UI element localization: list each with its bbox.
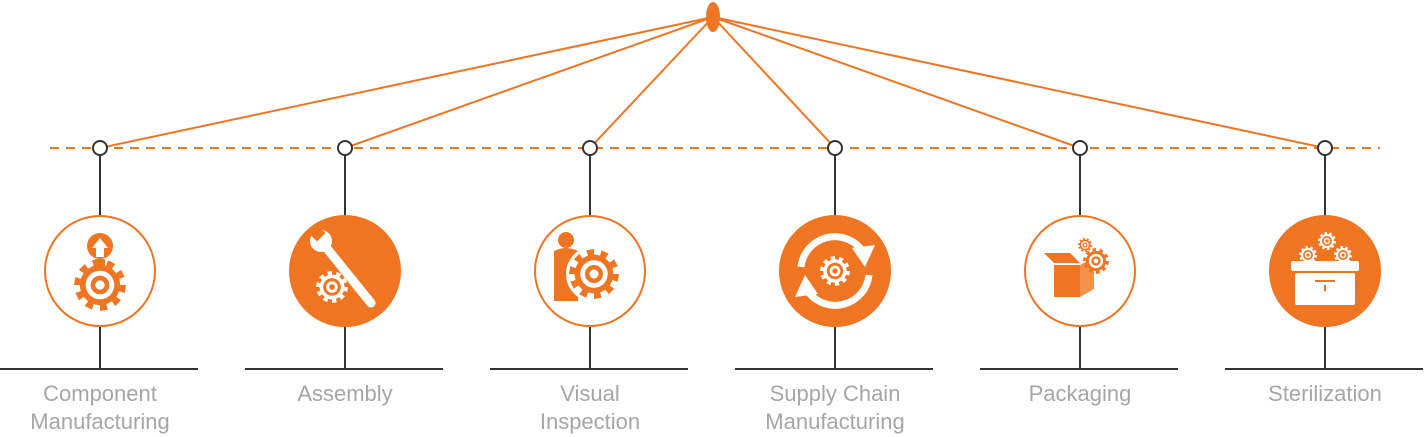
step-label-line: Sterilization: [1268, 381, 1382, 406]
step-6: [1225, 140, 1423, 370]
wrench-and-gear-icon: [308, 224, 376, 308]
step-label: Assembly: [235, 380, 455, 408]
cycle-arrows-gear-icon: [795, 233, 875, 309]
timeline-node: [582, 140, 598, 156]
timeline-node: [337, 140, 353, 156]
step-5: [980, 140, 1178, 370]
gear-with-up-arrow-icon: [74, 233, 126, 311]
step-2: [245, 140, 443, 370]
container-with-gears-icon: [1291, 232, 1359, 305]
step-4: [735, 140, 933, 370]
fan-lines: [99, 16, 1326, 149]
timeline-node: [1317, 140, 1333, 156]
step-1: [0, 140, 198, 370]
person-with-gear-icon: [554, 232, 622, 302]
timeline-node: [1072, 140, 1088, 156]
step-label-line: Visual: [560, 381, 620, 406]
step-label-line: Manufacturing: [765, 409, 905, 434]
step-label: Sterilization: [1215, 380, 1427, 408]
timeline-node: [827, 140, 843, 156]
step-label-line: Inspection: [539, 409, 641, 434]
apex-node: [706, 2, 720, 32]
step-label-line: Supply Chain: [769, 381, 901, 406]
step-label: Packaging: [970, 380, 1190, 408]
step-3: [490, 140, 688, 370]
step-label-line: Assembly: [297, 381, 393, 406]
step-label-line: Packaging: [1028, 381, 1132, 406]
timeline-node: [92, 140, 108, 156]
box-with-gears-icon: [1044, 238, 1109, 297]
step-label-line: Component: [43, 381, 157, 406]
step-label-line: Manufacturing: [30, 409, 170, 434]
